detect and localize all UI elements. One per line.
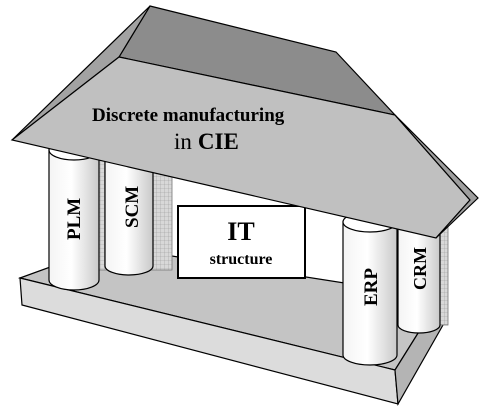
roof-title-cie: CIE (198, 129, 239, 154)
roof-title-line1: Discrete manufacturing (92, 105, 285, 126)
pillar-label-erp: ERP (361, 268, 382, 306)
pillar-label-crm: CRM (410, 247, 430, 290)
pillar-label-scm: SCM (122, 186, 143, 228)
pillar-erp: ERP (342, 211, 398, 366)
it-structure-title: IT (227, 217, 254, 246)
pillar-label-plm: PLM (64, 198, 85, 240)
it-structure-box: IT structure (177, 205, 306, 279)
it-structure-subtitle: structure (210, 251, 273, 268)
roof-title-prefix: in (174, 129, 192, 154)
roof-right-face (394, 114, 479, 239)
pillar-plm: PLM (48, 139, 100, 291)
